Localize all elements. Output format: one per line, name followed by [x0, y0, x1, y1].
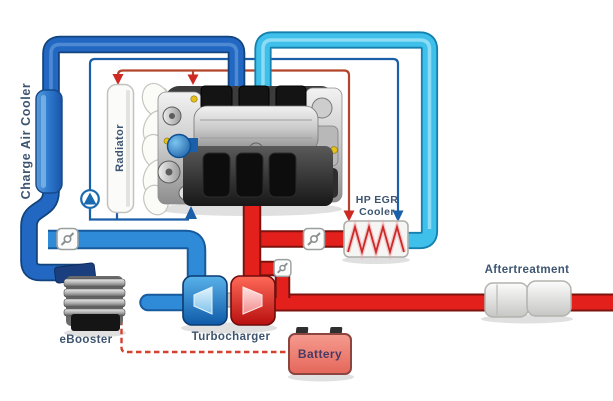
compressor-wheel-icon — [193, 286, 213, 315]
charge-air-cooler — [35, 89, 63, 194]
coolant-cold-arrows — [185, 206, 404, 222]
charge-air-cooler-label: Charge Air Cooler — [19, 82, 33, 200]
valve-icon — [302, 227, 326, 251]
valve-icon — [273, 258, 292, 278]
compressor-outlet-pipe — [48, 229, 207, 312]
aftertreatment — [484, 280, 572, 318]
radiator-label: Radiator — [114, 124, 126, 172]
coolant-hot-arrows — [112, 74, 355, 222]
turbocharger — [182, 275, 276, 326]
turbocharger-label: Turbocharger — [191, 331, 271, 343]
fan-hub — [166, 133, 192, 159]
hp-egr-cooler-label-line1: HP EGR — [355, 194, 399, 206]
egr-zigzag-element — [347, 223, 405, 256]
radiator — [106, 83, 135, 214]
valve-icon — [56, 227, 79, 251]
arrow-into-engine-icon — [185, 206, 197, 219]
battery-label: Battery — [297, 347, 343, 361]
pump-icon — [80, 189, 100, 212]
ebooster — [54, 262, 126, 331]
aftertreatment-label: Aftertreatment — [484, 264, 570, 276]
cyan-pipe — [254, 31, 439, 250]
hp-egr-cooler-label-line2: Cooler — [359, 206, 395, 218]
arrow-into-egr-hot-icon — [343, 210, 355, 222]
engine — [157, 85, 343, 206]
turbine-wheel-icon — [242, 286, 263, 315]
arrow-into-radiator-icon — [112, 74, 124, 85]
arrow-into-egr-cooler-icon — [392, 210, 404, 222]
hp-egr-cooler-label: HP EGR Cooler — [356, 194, 398, 218]
lifting-eye-icon — [190, 95, 198, 103]
arrow-onto-engine-icon — [187, 74, 199, 85]
battery — [288, 327, 352, 375]
hp-egr-cooler — [343, 218, 409, 261]
ebooster-label: eBooster — [59, 334, 113, 346]
